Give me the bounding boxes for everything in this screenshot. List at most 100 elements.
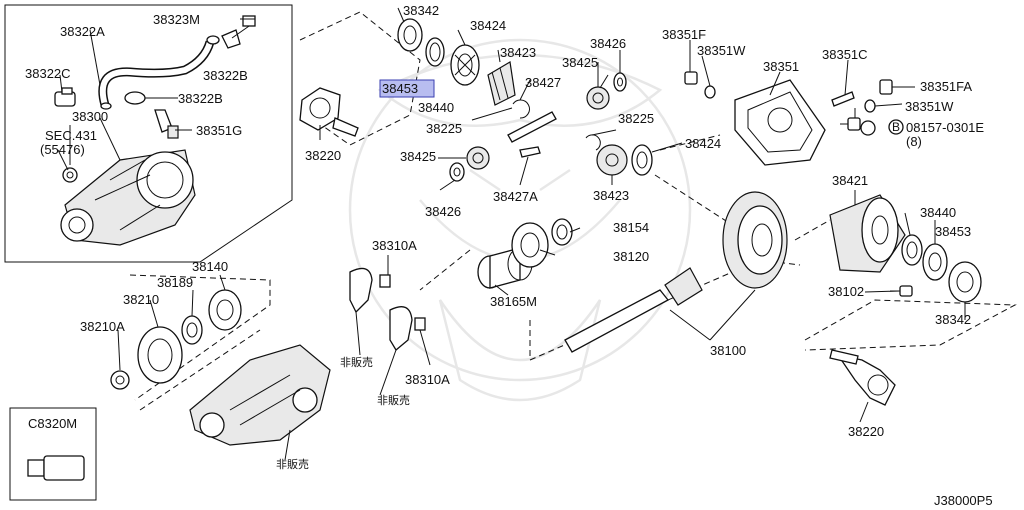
label-38120[interactable]: 38120 (613, 249, 649, 264)
diff-housing[interactable] (189, 344, 331, 446)
breather-connector-38351G[interactable] (154, 109, 179, 139)
label-38154[interactable]: 38154 (613, 220, 649, 235)
companion-flange-38220-lower[interactable] (829, 349, 896, 406)
label-38300[interactable]: 38300 (72, 109, 108, 124)
label-38423[interactable]: 38423 (500, 45, 536, 60)
side-flange-38210A[interactable] (110, 370, 130, 390)
label-38440-right[interactable]: 38440 (920, 205, 956, 220)
label-38189[interactable]: 38189 (157, 275, 193, 290)
label-38351[interactable]: 38351 (763, 59, 799, 74)
washer-38351W-right[interactable] (864, 99, 876, 113)
bearing-38140[interactable] (208, 289, 242, 331)
pinion-shaft-38427[interactable] (507, 111, 557, 143)
label-not-sold-3: 非販売 (276, 458, 309, 471)
label-38322C[interactable]: 38322C (25, 66, 71, 81)
label-38351G[interactable]: 38351G (196, 123, 242, 138)
hose-clip-38322B-lower[interactable] (124, 91, 146, 105)
label-38351W[interactable]: 38351W (697, 43, 746, 58)
bearing-38453-right[interactable] (922, 243, 948, 281)
label-08157-0301E[interactable]: 08157-0301E (906, 120, 984, 135)
differential-assembly-38300[interactable] (60, 149, 196, 246)
label-38322B-lower[interactable]: 38322B (178, 91, 223, 106)
stud-38351C[interactable] (831, 91, 855, 107)
gear-38423-lower[interactable] (596, 144, 628, 176)
label-38424-right[interactable]: 38424 (685, 136, 721, 151)
drive-pinion-38100[interactable] (564, 267, 703, 353)
gear-38425-lower[interactable] (466, 146, 490, 170)
plug-38351F[interactable] (684, 71, 698, 85)
label-38453[interactable]: 38453 (382, 81, 418, 96)
label-38425[interactable]: 38425 (562, 55, 598, 70)
label-38220-lower[interactable]: 38220 (848, 424, 884, 439)
collapsible-spacer-38165M[interactable] (477, 247, 533, 289)
bearing-38342-upper[interactable] (397, 18, 423, 52)
hose-clip-38322C[interactable] (54, 87, 76, 107)
label-38351FA[interactable]: 38351FA (920, 79, 972, 94)
label-38165M[interactable]: 38165M (490, 294, 537, 309)
label-sec431[interactable]: SEC.431 (45, 128, 97, 143)
diff-case-38421[interactable] (829, 194, 906, 273)
label-38220[interactable]: 38220 (305, 148, 341, 163)
label-38427A[interactable]: 38427A (493, 189, 538, 204)
gear-38423-upper[interactable] (487, 61, 516, 106)
label-38322A[interactable]: 38322A (60, 24, 105, 39)
bearing-38342-right[interactable] (948, 261, 982, 303)
washer-38426-upper[interactable] (613, 72, 627, 92)
snap-ring-38225-upper[interactable] (512, 99, 530, 119)
label-38225[interactable]: 38225 (426, 121, 462, 136)
label-38427[interactable]: 38427 (525, 75, 561, 90)
label-38140[interactable]: 38140 (192, 259, 228, 274)
label-38453-right[interactable]: 38453 (935, 224, 971, 239)
label-38351C[interactable]: 38351C (822, 47, 868, 62)
ring-gear-38100[interactable] (722, 191, 788, 289)
washer-38440-upper[interactable] (425, 37, 445, 67)
label-38426[interactable]: 38426 (590, 36, 626, 51)
plug-38351FA[interactable] (879, 79, 915, 95)
label-38424[interactable]: 38424 (470, 18, 506, 33)
pin-38427A[interactable] (519, 146, 541, 158)
rear-cover-38351[interactable] (734, 79, 826, 166)
washer-38426-lower[interactable] (449, 162, 465, 182)
label-38323M[interactable]: 38323M (153, 12, 200, 27)
washer-38424-lower[interactable] (631, 144, 653, 176)
label-38210[interactable]: 38210 (123, 292, 159, 307)
label-38102[interactable]: 38102 (828, 284, 864, 299)
label-08157-qty: (8) (906, 134, 922, 149)
seal-38189[interactable] (181, 315, 203, 345)
label-38342[interactable]: 38342 (403, 3, 439, 18)
seal-38154[interactable] (551, 218, 573, 246)
bearing-38424-upper[interactable] (450, 44, 480, 86)
label-not-sold-2: 非販売 (377, 394, 410, 407)
label-38310A-upper[interactable]: 38310A (372, 238, 417, 253)
label-38310A-lower[interactable]: 38310A (405, 372, 450, 387)
label-38351F[interactable]: 38351F (662, 27, 706, 42)
label-38440[interactable]: 38440 (418, 100, 454, 115)
washer-38440-right[interactable] (901, 234, 923, 266)
bearing-cap-38310A-lower[interactable] (389, 306, 426, 351)
bearing-cap-38310A-upper[interactable] (349, 267, 391, 314)
label-38210A[interactable]: 38210A (80, 319, 125, 334)
bearing-38120[interactable] (511, 222, 549, 268)
label-38342-right[interactable]: 38342 (935, 312, 971, 327)
side-flange-38210[interactable] (137, 326, 183, 384)
label-38425-lower[interactable]: 38425 (400, 149, 436, 164)
label-38423-lower[interactable]: 38423 (593, 188, 629, 203)
label-38351W-right[interactable]: 38351W (905, 99, 954, 114)
hose-clip-38322B-upper[interactable] (221, 15, 256, 49)
label-not-sold-1: 非販売 (340, 356, 373, 369)
companion-flange-38220-upper[interactable] (299, 87, 359, 137)
label-38100[interactable]: 38100 (710, 343, 746, 358)
gear-38425-upper[interactable] (586, 86, 610, 110)
bolt-08157-0301E[interactable] (840, 117, 876, 136)
tool-C8320M[interactable] (27, 455, 85, 481)
label-C8320M[interactable]: C8320M (28, 416, 77, 431)
washer-38351W-left[interactable] (704, 85, 716, 99)
breather-hose[interactable] (98, 35, 220, 110)
label-38322B-upper[interactable]: 38322B (203, 68, 248, 83)
label-38225-right[interactable]: 38225 (618, 111, 654, 126)
label-38421[interactable]: 38421 (832, 173, 868, 188)
snap-ring-38225-lower[interactable] (585, 134, 601, 151)
diagram-code: J38000P5 (934, 493, 993, 508)
label-38426-lower[interactable]: 38426 (425, 204, 461, 219)
